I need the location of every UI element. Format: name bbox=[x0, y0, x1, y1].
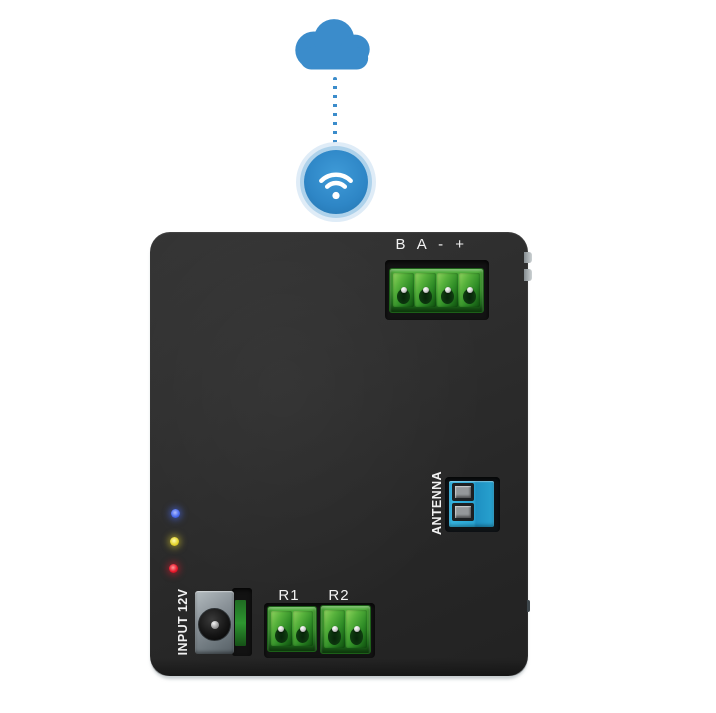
screw-pin bbox=[466, 287, 473, 293]
relay1-port-label: R1 bbox=[278, 587, 300, 604]
terminal-pin-cell bbox=[459, 273, 480, 307]
screw-pin bbox=[353, 626, 360, 632]
relay1-terminal-block bbox=[267, 606, 317, 652]
terminal-pin-cell bbox=[415, 273, 436, 307]
terminal-pin-cell bbox=[324, 610, 345, 648]
cloud-icon bbox=[295, 19, 370, 70]
screw-pin bbox=[422, 287, 429, 293]
antenna-port-label: ANTENNA bbox=[430, 471, 444, 535]
screw-pin bbox=[331, 626, 338, 632]
side-tab bbox=[524, 252, 532, 263]
terminal-pin-cell bbox=[271, 611, 292, 646]
wifi-icon bbox=[304, 150, 368, 214]
terminal-pin-cell bbox=[292, 611, 313, 646]
rs485-terminal-block bbox=[389, 268, 484, 313]
screw-pin bbox=[278, 625, 285, 632]
side-notch bbox=[527, 600, 530, 612]
antenna-connector bbox=[449, 481, 494, 527]
antenna-hole bbox=[452, 483, 474, 501]
terminal-pin-cell bbox=[393, 273, 414, 307]
side-tab bbox=[524, 269, 532, 281]
screw-pin bbox=[400, 287, 407, 293]
relay2-port-label: R2 bbox=[328, 587, 350, 604]
terminal-pin-cell bbox=[346, 610, 367, 648]
dc-power-jack bbox=[195, 591, 234, 654]
antenna-hole bbox=[452, 503, 474, 521]
terminal-pin-cell bbox=[437, 273, 458, 307]
led-red bbox=[169, 564, 178, 573]
jack-center-pin bbox=[210, 620, 219, 629]
pcb-edge bbox=[235, 600, 246, 646]
wifi-symbol bbox=[319, 172, 353, 200]
screw-pin bbox=[299, 625, 306, 632]
antenna-holes bbox=[452, 483, 474, 523]
device-body: B A - + ANTENNA INPUT 12V bbox=[150, 232, 532, 676]
rs485-port-label: B A - + bbox=[395, 236, 467, 253]
cloud-wifi-link bbox=[333, 77, 337, 146]
led-blue bbox=[171, 509, 180, 518]
relay-recess bbox=[264, 603, 375, 658]
jack-hole bbox=[198, 608, 231, 641]
jack-recess bbox=[232, 588, 252, 656]
led-yellow bbox=[170, 537, 179, 546]
input-12v-label: INPUT 12V bbox=[176, 588, 190, 656]
relay2-terminal-block bbox=[320, 605, 371, 654]
antenna-recess bbox=[445, 477, 500, 532]
rs485-recess bbox=[385, 260, 489, 320]
screw-pin bbox=[444, 287, 451, 293]
